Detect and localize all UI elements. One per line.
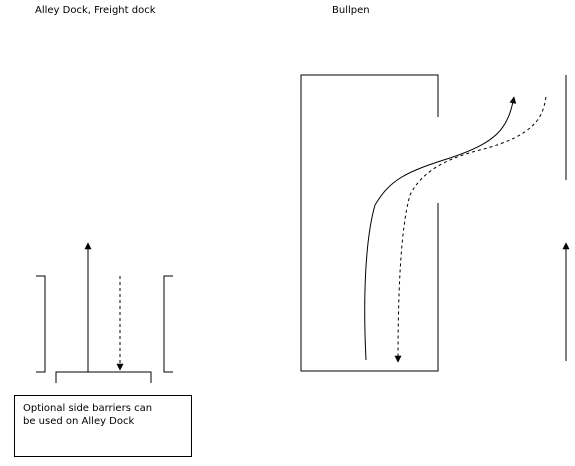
- bullpen-diagram: [300, 74, 570, 372]
- note-box: Optional side barriers can be used on Al…: [14, 395, 192, 457]
- alley-dock-diagram: [36, 242, 173, 383]
- bullpen-title: Bullpen: [332, 5, 370, 16]
- alley-dock-title: Alley Dock, Freight dock: [35, 5, 156, 16]
- left-side-barrier: [36, 275, 46, 373]
- dock-platform: [55, 371, 152, 383]
- note-text: Optional side barriers can be used on Al…: [23, 402, 188, 428]
- note-line-1: Optional side barriers can: [23, 403, 153, 414]
- bullpen-exit-path-arrow: [364, 96, 517, 361]
- bullpen-entry-dashed-arrow: [394, 96, 547, 363]
- bullpen-enclosure: [300, 74, 439, 372]
- right-side-barrier: [163, 275, 173, 373]
- note-line-2: be used on Alley Dock: [23, 416, 135, 427]
